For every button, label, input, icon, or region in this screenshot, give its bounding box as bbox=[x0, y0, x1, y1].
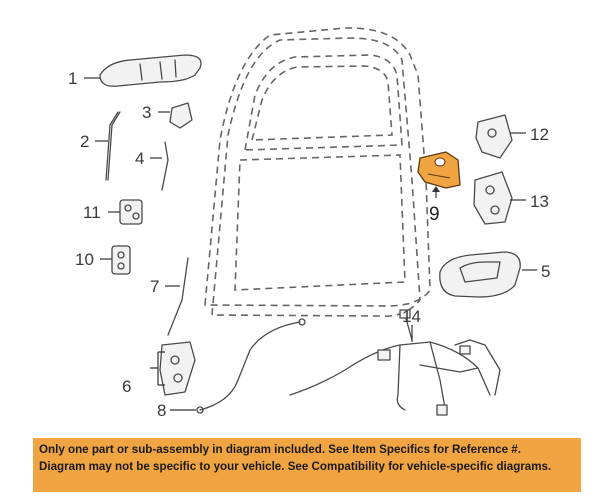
callout-8: 8 bbox=[157, 401, 166, 420]
callout-3: 3 bbox=[142, 103, 151, 122]
callout-5: 5 bbox=[541, 262, 550, 281]
callout-9: 9 bbox=[429, 204, 440, 225]
door-outline bbox=[204, 27, 431, 317]
arrow-9-icon bbox=[432, 186, 440, 192]
disclaimer-line-2: Diagram may not be specific to your vehi… bbox=[39, 460, 552, 473]
callout-12: 12 bbox=[530, 125, 549, 144]
part-13-bracket bbox=[473, 171, 513, 225]
part-9-highlighted bbox=[417, 151, 461, 189]
callout-7: 7 bbox=[150, 277, 159, 296]
callout-2: 2 bbox=[80, 132, 89, 151]
part-3-clip bbox=[169, 102, 193, 129]
part-2-rod bbox=[105, 111, 121, 181]
part-6-latch bbox=[159, 341, 196, 396]
disclaimer-line-1: Only one part or sub-assembly in diagram… bbox=[39, 443, 521, 456]
callout-1: 1 bbox=[68, 69, 77, 88]
part-11-bracket bbox=[119, 199, 143, 225]
disclaimer-banner: Only one part or sub-assembly in diagram… bbox=[33, 438, 581, 492]
callout-13: 13 bbox=[530, 192, 549, 211]
part-8-cable bbox=[196, 318, 306, 414]
leader-6 bbox=[150, 351, 165, 386]
callout-14: 14 bbox=[402, 307, 421, 326]
callout-4: 4 bbox=[135, 149, 144, 168]
part-5-inside-handle bbox=[439, 251, 521, 298]
part-14-wiring-harness bbox=[289, 309, 501, 416]
part-7-rod bbox=[167, 257, 189, 336]
part-4-rod bbox=[161, 141, 169, 191]
part-12-bracket bbox=[475, 114, 513, 159]
callout-11: 11 bbox=[83, 203, 101, 222]
callout-6: 6 bbox=[122, 377, 131, 396]
part-10-bracket bbox=[111, 245, 131, 275]
callout-10: 10 bbox=[75, 250, 94, 269]
part-1-outside-handle bbox=[99, 54, 202, 87]
